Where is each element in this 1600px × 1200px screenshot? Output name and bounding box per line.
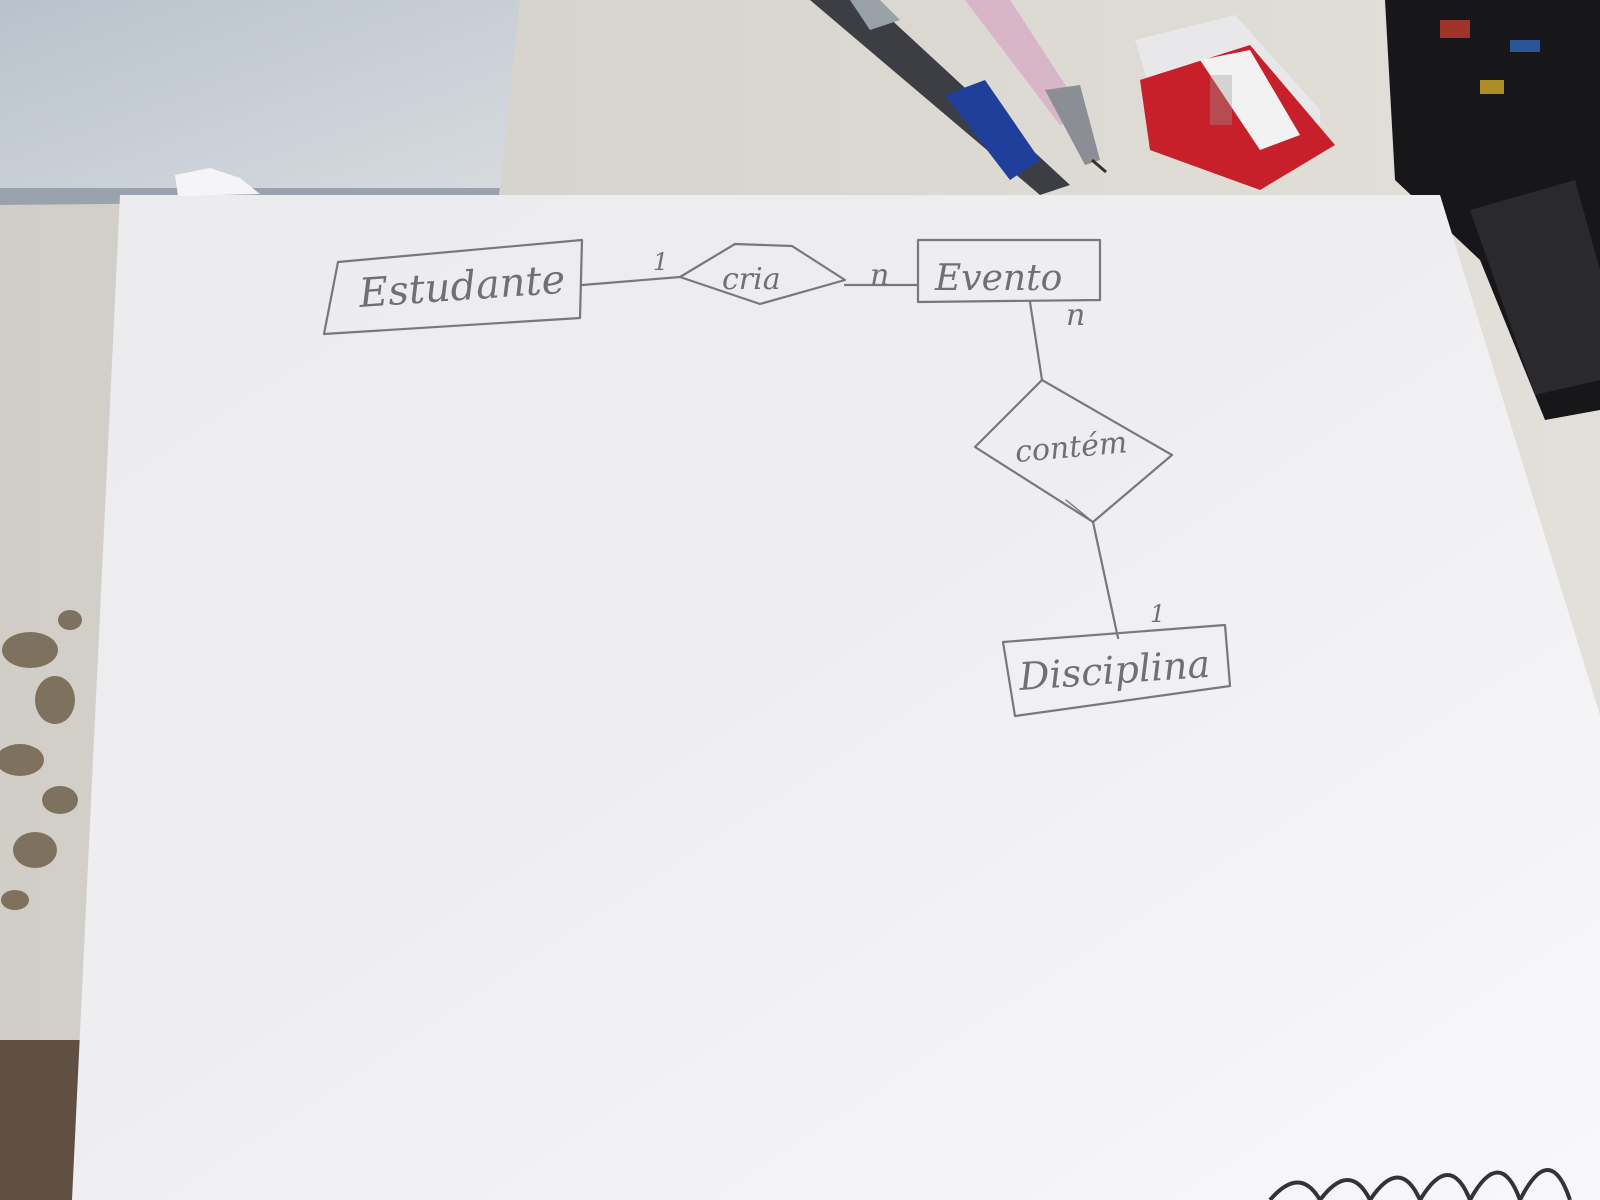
cardinality-cria-evento: n — [870, 258, 889, 293]
er-diagram — [322, 238, 1232, 718]
cardinality-evento-contem: n — [1066, 298, 1085, 333]
notebook — [0, 0, 520, 190]
line-contem-disciplina — [1091, 520, 1120, 640]
entity-disciplina-box — [1001, 623, 1232, 718]
pen — [810, 0, 1070, 195]
relationship-cria-diamond — [678, 242, 847, 306]
cardinality-estudante-cria: 1 — [653, 248, 668, 276]
mechanical-pencil — [965, 0, 1107, 174]
lenovo-charger — [1385, 0, 1600, 420]
eraser — [1135, 15, 1335, 190]
entity-evento-box — [916, 238, 1102, 304]
entity-evento-label: Evento — [934, 258, 1062, 299]
line-estudante-cria — [580, 275, 682, 287]
paper-sheet — [72, 195, 1600, 1200]
paper-torn-corner — [175, 168, 260, 196]
line-evento-contem — [1028, 300, 1044, 382]
cardinality-contem-disciplina: 1 — [1150, 600, 1165, 628]
relationship-cria-label: cria — [722, 262, 781, 297]
desk-stains — [0, 610, 82, 910]
spiral-notebook-edge — [1268, 1168, 1572, 1200]
contem-center-stroke — [1065, 499, 1094, 523]
entity-estudante-box — [322, 238, 584, 336]
diagram-labels: Estudante Evento Disciplina cria contém … — [356, 248, 1211, 699]
